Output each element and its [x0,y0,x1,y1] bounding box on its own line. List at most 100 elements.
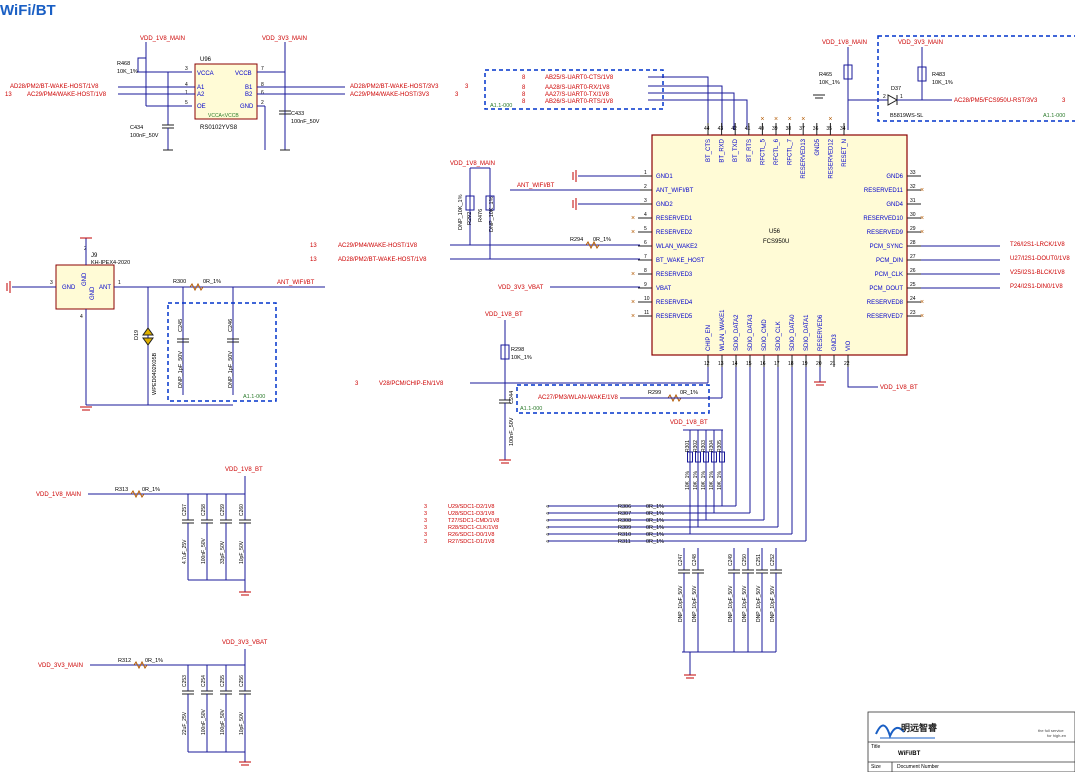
antenna-tag: A1.1-000 [243,394,265,400]
u96-vdd-right: VDD_3V3_MAIN [262,36,307,42]
sdio-cap-ref: C251 [756,554,762,566]
vio-net: VDD_1V8_BT [880,385,918,391]
u56-bottom-pin-num: 21 [830,361,836,367]
antenna-net: ANT_WIFI/BT [277,280,315,286]
r476-value: DNP_10K_1% [489,196,495,232]
sdio-net-label: T27/SDC1-CMD/1V8 [448,518,499,524]
u56-bottom-pin-num: 15 [746,361,752,367]
u56-right-pin-num: 23 [910,310,916,316]
company-name: 明远智睿 [901,722,938,733]
reset-tag: A1.1-000 [1043,113,1065,119]
svg-text:×: × [631,215,635,222]
reset-net: AC28/PM5/FCS950U-RST/3V3 [954,98,1038,104]
sdio-cap-value: DNP_10pF_50V [770,585,776,622]
u56-top-pin-name: RFCTL_7 [788,138,794,165]
supply-cap-ref: C256 [239,675,245,687]
u56-bottom-pin-name: VIO [846,340,852,351]
sdio-pullup-resistor [719,451,725,463]
sdio-cap-value: DNP_10pF_50V [678,585,684,622]
reset-sheet: 3 [1062,98,1066,104]
u56-left-pin-name: RESERVED1 [656,216,693,222]
u56-bottom-pin-name: GND3 [832,334,838,351]
u96-pinnum-b1: 8 [261,82,264,88]
u56-right-pin-name: PCM_SYNC [870,244,904,250]
svg-text:«: « [546,525,550,531]
c434-value: 100nF_50V [130,133,159,139]
wlan-tag: A1.1-000 [520,406,542,412]
u56-bottom-pin-num: 18 [788,361,794,367]
r312-resistor [133,660,148,670]
u96-pin-b1: B1 [245,85,253,91]
u56-right-pin-num: 32 [910,184,916,190]
r292-value: DNP_10K_1% [458,194,464,230]
d37-pin2: 2 [883,94,886,100]
size-label: Size [871,764,881,770]
vbat-supply: VDD_3V3_MAIN VDD_3V3_VBAT R312 0R_1% C25… [38,640,268,766]
uart-sheet-2: 8 [522,85,526,91]
d19-part: WPED0402K05B [152,352,158,395]
sdio-net-label: R27/SDC1-D1/1V8 [448,539,494,545]
svg-text:×: × [920,313,924,320]
u96-pin-vcca: VCCA [197,71,214,77]
u56-left-pin-name: GND2 [656,202,673,208]
supply-cap-value: 33pF_50V [220,540,226,564]
u56-left-pin-name: WLAN_WAKE2 [656,244,698,250]
u56-top-pin-num: 39 [772,126,778,132]
sdio-pullup-resistor [711,451,717,463]
uart-group-tag: A1.1-000 [490,103,512,109]
svg-text:×: × [631,229,635,236]
u56-part: FCS950U [763,239,789,245]
u56-right-pin-name: PCM_CLK [875,272,903,278]
u56-top-pin-num: 40 [758,126,764,132]
company-logo [875,724,905,739]
u96-pin-gnd: GND [240,104,254,110]
u56-module: U56 FCS950U 1GND12ANT_WIFI/BT3GND24RESER… [631,116,1000,367]
u96-net-right2: AC29/PM4/WAKE-HOST/3V3 [350,92,430,98]
r313-resistor [130,489,145,499]
sdio-net-sheet: 3 [424,518,427,524]
r465-value: 10K_1% [819,80,840,86]
sdio-pullup-ref: R301 [685,440,691,452]
c433-value: 100nF_50V [291,119,320,125]
u56-top-pin-name: BT_TXD [733,138,739,162]
u56-bottom-pin-num: 16 [760,361,766,367]
reset-vdd1: VDD_1V8_MAIN [822,40,867,46]
sdio-pullup-value: 10K_1% [701,471,707,490]
sdio-series-value: 0R_1% [646,532,664,538]
u56-bottom-pin-num: 17 [774,361,780,367]
u56-right-pin-name: RESERVED10 [863,216,903,222]
u96-pinnum-a1: 4 [185,82,188,88]
u56-right-pin-num: 31 [910,198,916,204]
sdio-series-ref: R311 [618,539,631,545]
u56-top-pin-num: 37 [799,126,805,132]
u56-bottom-pin-name: WLAN_WAKE1 [720,309,726,351]
u56-body [651,134,908,356]
antenna-section: J9 KH-IPEX4-2020 GND ANT GND GND 3 1 2 4… [6,237,325,411]
u56-bottom-pin-name: SDIO_CMD [762,319,768,351]
sdio-pullup-resistor [687,451,693,463]
u56-left-pin-name: VBAT [656,286,672,292]
sdio-pullup-value: 10K_1% [693,471,699,490]
u56-bottom-pin-name: SDIO_DATA0 [790,314,796,351]
u56-left-pin-num: 8 [644,268,647,274]
r299-ref: R299 [648,390,661,396]
u96-pinnum-a2: 1 [185,90,188,96]
u56-right-pin-num: 27 [910,254,916,260]
u56-top-pin-num: 41 [745,126,751,132]
d37-pin1: 1 [900,94,903,100]
u56-right-pin-name: RESERVED8 [867,300,904,306]
d37-part: B5819WS-SL [890,113,923,119]
sdio-series-ref: R306 [618,504,631,510]
sdio-net-label: U28/SDC1-D3/1V8 [448,511,494,517]
u56-left-pin-name: ANT_WIFI/BT [656,188,694,194]
sdio-pullup-value: 10K_1% [717,471,723,490]
r292-resistor [465,195,475,211]
sdio-pullup-ref: R304 [709,440,715,452]
sdio-cap-value: DNP_10pF_50V [742,585,748,622]
u56-left-pin-num: 6 [644,240,647,246]
u56-bottom-pin-num: 19 [802,361,808,367]
uart-net-tx: AA27/S-UART0-TX/1V8 [545,92,610,98]
u96-pin-a1: A1 [197,85,205,91]
r300-resistor [189,282,204,292]
company-tagline1: the full service [1038,728,1064,733]
